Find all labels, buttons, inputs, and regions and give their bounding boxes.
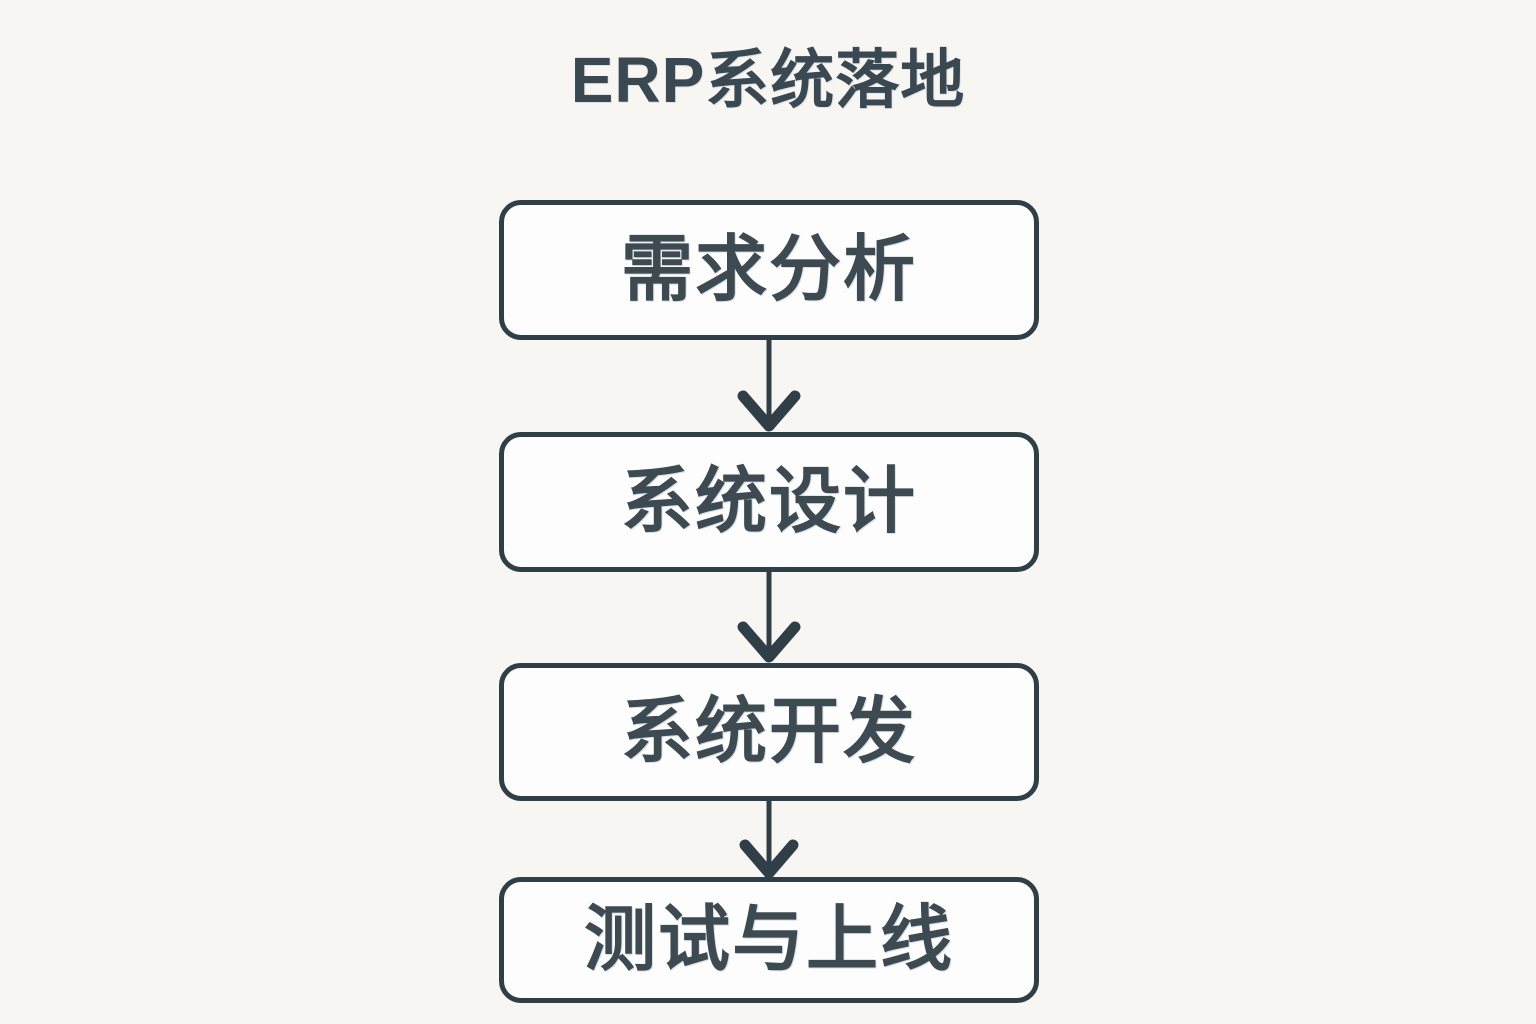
- flow-node-label: 系统设计: [620, 462, 917, 542]
- flowchart-flow: 需求分析 系统设计 系统开发: [499, 200, 1039, 1024]
- flow-node-testing[interactable]: 测试与上线: [499, 877, 1039, 1003]
- flow-connector-arrow: [733, 799, 805, 879]
- page-title: ERP系统落地: [570, 44, 966, 116]
- flow-node-requirements[interactable]: 需求分析: [499, 200, 1039, 340]
- flow-node-label: 测试与上线: [583, 900, 954, 980]
- flow-connector-arrow: [733, 338, 805, 434]
- flow-connector-arrow: [733, 570, 805, 665]
- flow-node-design[interactable]: 系统设计: [499, 432, 1039, 572]
- flow-node-development[interactable]: 系统开发: [499, 663, 1039, 801]
- flow-node-label: 系统开发: [620, 692, 917, 772]
- flow-node-label: 需求分析: [620, 230, 917, 310]
